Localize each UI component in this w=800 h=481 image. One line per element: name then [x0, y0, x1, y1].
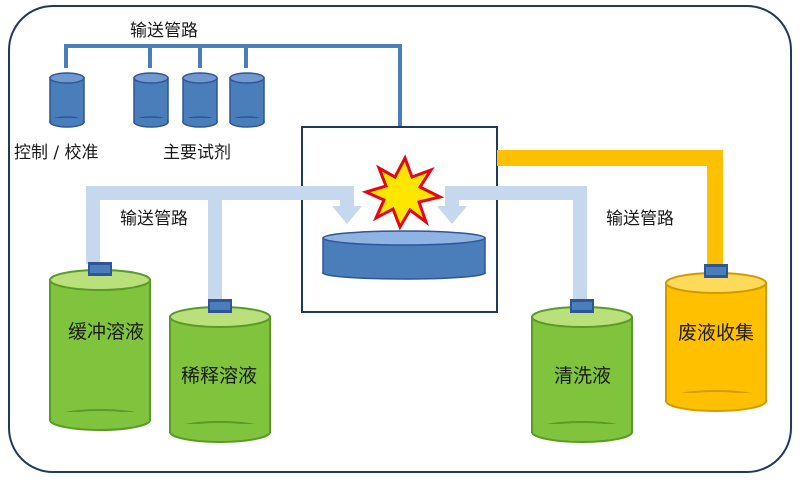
wash-solution-label: 清洗液 [554, 365, 611, 387]
main-reagent-canister [229, 72, 265, 128]
pipe-label-left: 输送管路 [120, 209, 188, 229]
waste-collection-label: 废液收集 [678, 322, 754, 344]
control-calibration-label: 控制 / 校准 [14, 143, 99, 163]
wash-solution-tank [531, 299, 633, 443]
top-delivery-line [64, 44, 402, 144]
pipe-label-right: 输送管路 [606, 209, 674, 229]
reaction-flash-icon [361, 154, 445, 231]
reaction-vessel [322, 230, 486, 280]
main-reagents-label: 主要试剂 [163, 143, 231, 163]
pipe-label-top: 输送管路 [130, 21, 198, 41]
left-delivery-line [86, 186, 362, 300]
main-reagent-canister [133, 72, 169, 128]
control-calibration-canister [49, 72, 85, 128]
main-reagent-canister [182, 72, 218, 128]
buffer-solution-tank [49, 262, 151, 431]
dilution-solution-label: 稀释溶液 [181, 365, 257, 387]
waste-collection-tank [665, 264, 767, 412]
buffer-solution-label: 缓冲溶液 [68, 321, 144, 343]
right-delivery-line [437, 186, 587, 300]
waste-line [497, 150, 723, 266]
dilution-solution-tank [169, 299, 271, 443]
